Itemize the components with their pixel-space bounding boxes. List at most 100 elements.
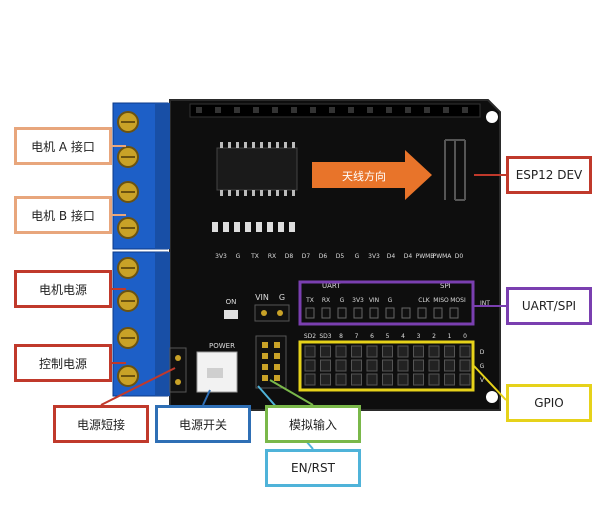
gpio-pin <box>444 359 455 372</box>
gpio-pin <box>459 345 471 358</box>
gpio-pin <box>335 345 347 358</box>
uart-pin <box>401 307 411 319</box>
gpio-pin <box>304 373 316 386</box>
gpio-pin-label: 2 <box>432 333 436 340</box>
top-header-pins <box>196 107 468 113</box>
gpio-pin <box>320 373 331 386</box>
gpio-pin-label: SD2 <box>304 333 316 340</box>
gpio-pin <box>320 359 331 372</box>
gpio-pin-label: SD3 <box>319 333 331 340</box>
smd-components <box>212 222 295 232</box>
gpio-pin-label: 7 <box>355 333 359 340</box>
chip-leg <box>268 190 271 196</box>
uart-pin <box>369 307 379 319</box>
smd-part <box>267 222 273 232</box>
label-analog-input: 模拟输入 <box>265 405 361 443</box>
top-pin-label: 3V3 <box>368 253 380 260</box>
terminal-screws <box>117 111 139 387</box>
vin-jumper <box>254 304 290 322</box>
smd-part <box>278 222 284 232</box>
uart-pin <box>305 307 315 319</box>
smd-part <box>245 222 251 232</box>
gpio-pins <box>304 345 471 386</box>
gpio-pin-label: 5 <box>386 333 390 340</box>
uart-pin <box>385 307 395 319</box>
top-pin-label: D6 <box>319 253 328 260</box>
gpio-pin <box>444 373 455 386</box>
top-pin-label: D4 <box>404 253 413 260</box>
gpio-pin <box>428 345 440 358</box>
gpio-pin <box>397 359 409 372</box>
label-motor-a-port: 电机 A 接口 <box>14 127 112 165</box>
label-power-short: 电源短接 <box>53 405 149 443</box>
chip-leg <box>292 190 295 196</box>
gpio-highlight <box>298 340 475 392</box>
gpio-pin <box>304 359 316 372</box>
gpio-pin-label: 6 <box>370 333 374 340</box>
label-control-power: 控制电源 <box>14 344 112 382</box>
header-pin <box>348 107 354 113</box>
chip-leg <box>228 190 231 196</box>
chip-leg <box>284 190 287 196</box>
chip-leg <box>268 142 271 148</box>
antenna-arrow <box>312 150 432 200</box>
gpio-side-label: V <box>480 377 485 384</box>
header-pin <box>329 107 335 113</box>
uart-pin <box>417 307 427 319</box>
label-motor-power: 电机电源 <box>14 270 112 308</box>
uart-pin-label: 3V3 <box>352 297 364 304</box>
on-label: ON <box>226 298 237 306</box>
gpio-pin <box>397 373 409 386</box>
gpio-side-label: G <box>480 363 485 370</box>
gpio-pin <box>382 373 393 386</box>
spi-pin-label: MOSI <box>450 297 466 304</box>
chip-leg <box>252 190 255 196</box>
label-power-switch: 电源开关 <box>155 405 251 443</box>
label-gpio: GPIO <box>506 384 592 422</box>
gpio-pin <box>351 359 362 372</box>
gpio-pin-label: 8 <box>339 333 343 340</box>
gpio-pin <box>351 373 362 386</box>
top-pin-label: PWMA <box>433 253 453 260</box>
int-label: INT <box>480 300 490 307</box>
label-uart-spi: UART/SPI <box>506 287 592 325</box>
uart-pin <box>433 307 443 319</box>
chip-legs <box>220 142 295 196</box>
analog-pin <box>262 353 268 359</box>
header-pin <box>215 107 221 113</box>
gpio-side-labels: DGV <box>480 349 485 384</box>
uart-pin-label: G <box>388 297 393 304</box>
smd-part <box>212 222 218 232</box>
gpio-pin <box>459 359 471 372</box>
top-pin-label: D4 <box>387 253 396 260</box>
analog-pins <box>262 342 280 381</box>
header-pin <box>386 107 392 113</box>
smd-part <box>256 222 262 232</box>
smd-part <box>223 222 229 232</box>
chip-leg <box>236 142 239 148</box>
analog-pin <box>274 364 280 370</box>
chip-leg <box>228 142 231 148</box>
vin-label: VIN <box>255 293 269 302</box>
gpio-pin <box>444 345 455 358</box>
uart-header-label: UART <box>322 282 341 290</box>
on-led <box>224 310 238 319</box>
spi-header-label: SPI <box>440 282 451 290</box>
gpio-pin-label: 4 <box>401 333 405 340</box>
g-label: G <box>279 293 285 302</box>
header-pin <box>443 107 449 113</box>
header-pin <box>367 107 373 113</box>
gpio-pin <box>335 373 347 386</box>
analog-pin <box>262 375 268 381</box>
gpio-pin-label: 3 <box>417 333 421 340</box>
gpio-pin <box>413 373 424 386</box>
gpio-pin <box>428 373 440 386</box>
analog-pin <box>274 353 280 359</box>
gpio-pin <box>320 345 331 358</box>
mount-hole <box>486 391 498 403</box>
top-pin-label: D8 <box>285 253 294 260</box>
spi-pin-label: MISO <box>433 297 449 304</box>
top-pin-label: RX <box>268 253 276 260</box>
